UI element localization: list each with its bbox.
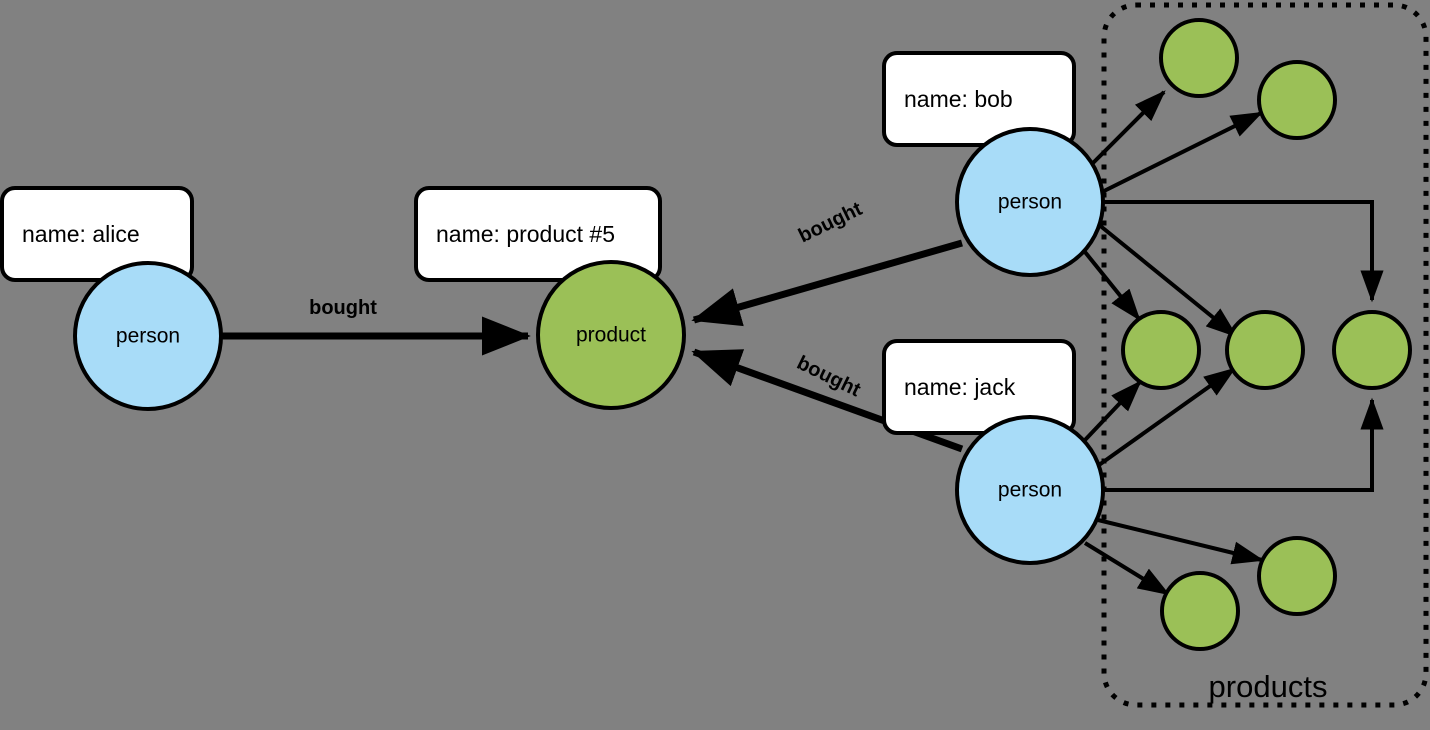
node-product5[interactable]: product	[536, 260, 686, 410]
product-node-p5[interactable]	[1332, 310, 1412, 390]
edge-label-alice-bought: bought	[309, 297, 377, 319]
edge-bob-p3	[1083, 250, 1141, 321]
edge-jack-p4	[1097, 367, 1236, 467]
node-jack-circle[interactable]	[955, 415, 1105, 565]
property-box-product-text: name: product #5	[436, 221, 615, 247]
product-node-p1[interactable]	[1159, 18, 1239, 98]
property-box-alice-rect	[0, 186, 194, 282]
product-node-group	[1121, 18, 1412, 651]
node-bob[interactable]: person	[955, 127, 1105, 277]
node-alice[interactable]: person	[73, 261, 223, 411]
property-boxes: name: alice name: product #5 name: bob n…	[0, 51, 1076, 435]
edge-bob-p4	[1096, 222, 1238, 338]
node-alice-label: person	[116, 325, 180, 348]
bob-product-edges	[1083, 90, 1384, 338]
property-box-jack-text: name: jack	[904, 374, 1016, 400]
jack-product-edges	[1083, 367, 1384, 596]
node-product5-circle[interactable]	[536, 260, 686, 410]
edge-jack-p3	[1083, 380, 1142, 442]
edge-bob-bought	[691, 239, 963, 327]
node-bob-label: person	[998, 191, 1062, 214]
property-box-bob: name: bob	[882, 51, 1076, 147]
edge-bob-p2	[1099, 111, 1264, 195]
property-box-bob-rect	[882, 51, 1076, 147]
product-node-p2[interactable]	[1257, 60, 1337, 140]
property-box-jack-rect	[882, 339, 1076, 435]
edge-bob-p1	[1089, 90, 1166, 167]
node-bob-circle[interactable]	[955, 127, 1105, 277]
edge-jack-p6	[1097, 518, 1265, 565]
product-node-p7[interactable]	[1160, 571, 1240, 651]
node-jack-label: person	[998, 479, 1062, 502]
entity-nodes: person product person person	[73, 127, 1105, 565]
products-group-boundary	[1101, 2, 1429, 708]
property-box-jack: name: jack	[882, 339, 1076, 435]
node-product5-label: product	[576, 324, 646, 347]
product-node-p6[interactable]	[1257, 536, 1337, 616]
edge-bob-p5	[1103, 200, 1384, 303]
property-box-product-rect	[414, 186, 662, 282]
edge-label-bob-bought: bought	[795, 198, 866, 248]
property-box-alice: name: alice	[0, 186, 194, 282]
node-jack[interactable]: person	[955, 415, 1105, 565]
edge-jack-p5	[1103, 397, 1384, 492]
node-alice-circle[interactable]	[73, 261, 223, 411]
property-box-alice-text: name: alice	[22, 221, 140, 247]
property-box-product: name: product #5	[414, 186, 662, 282]
product-node-p4[interactable]	[1225, 310, 1305, 390]
property-box-bob-text: name: bob	[904, 86, 1013, 112]
products-group-label: products	[1209, 669, 1328, 704]
product-node-p3[interactable]	[1121, 310, 1201, 390]
edge-jack-p7	[1083, 541, 1171, 596]
